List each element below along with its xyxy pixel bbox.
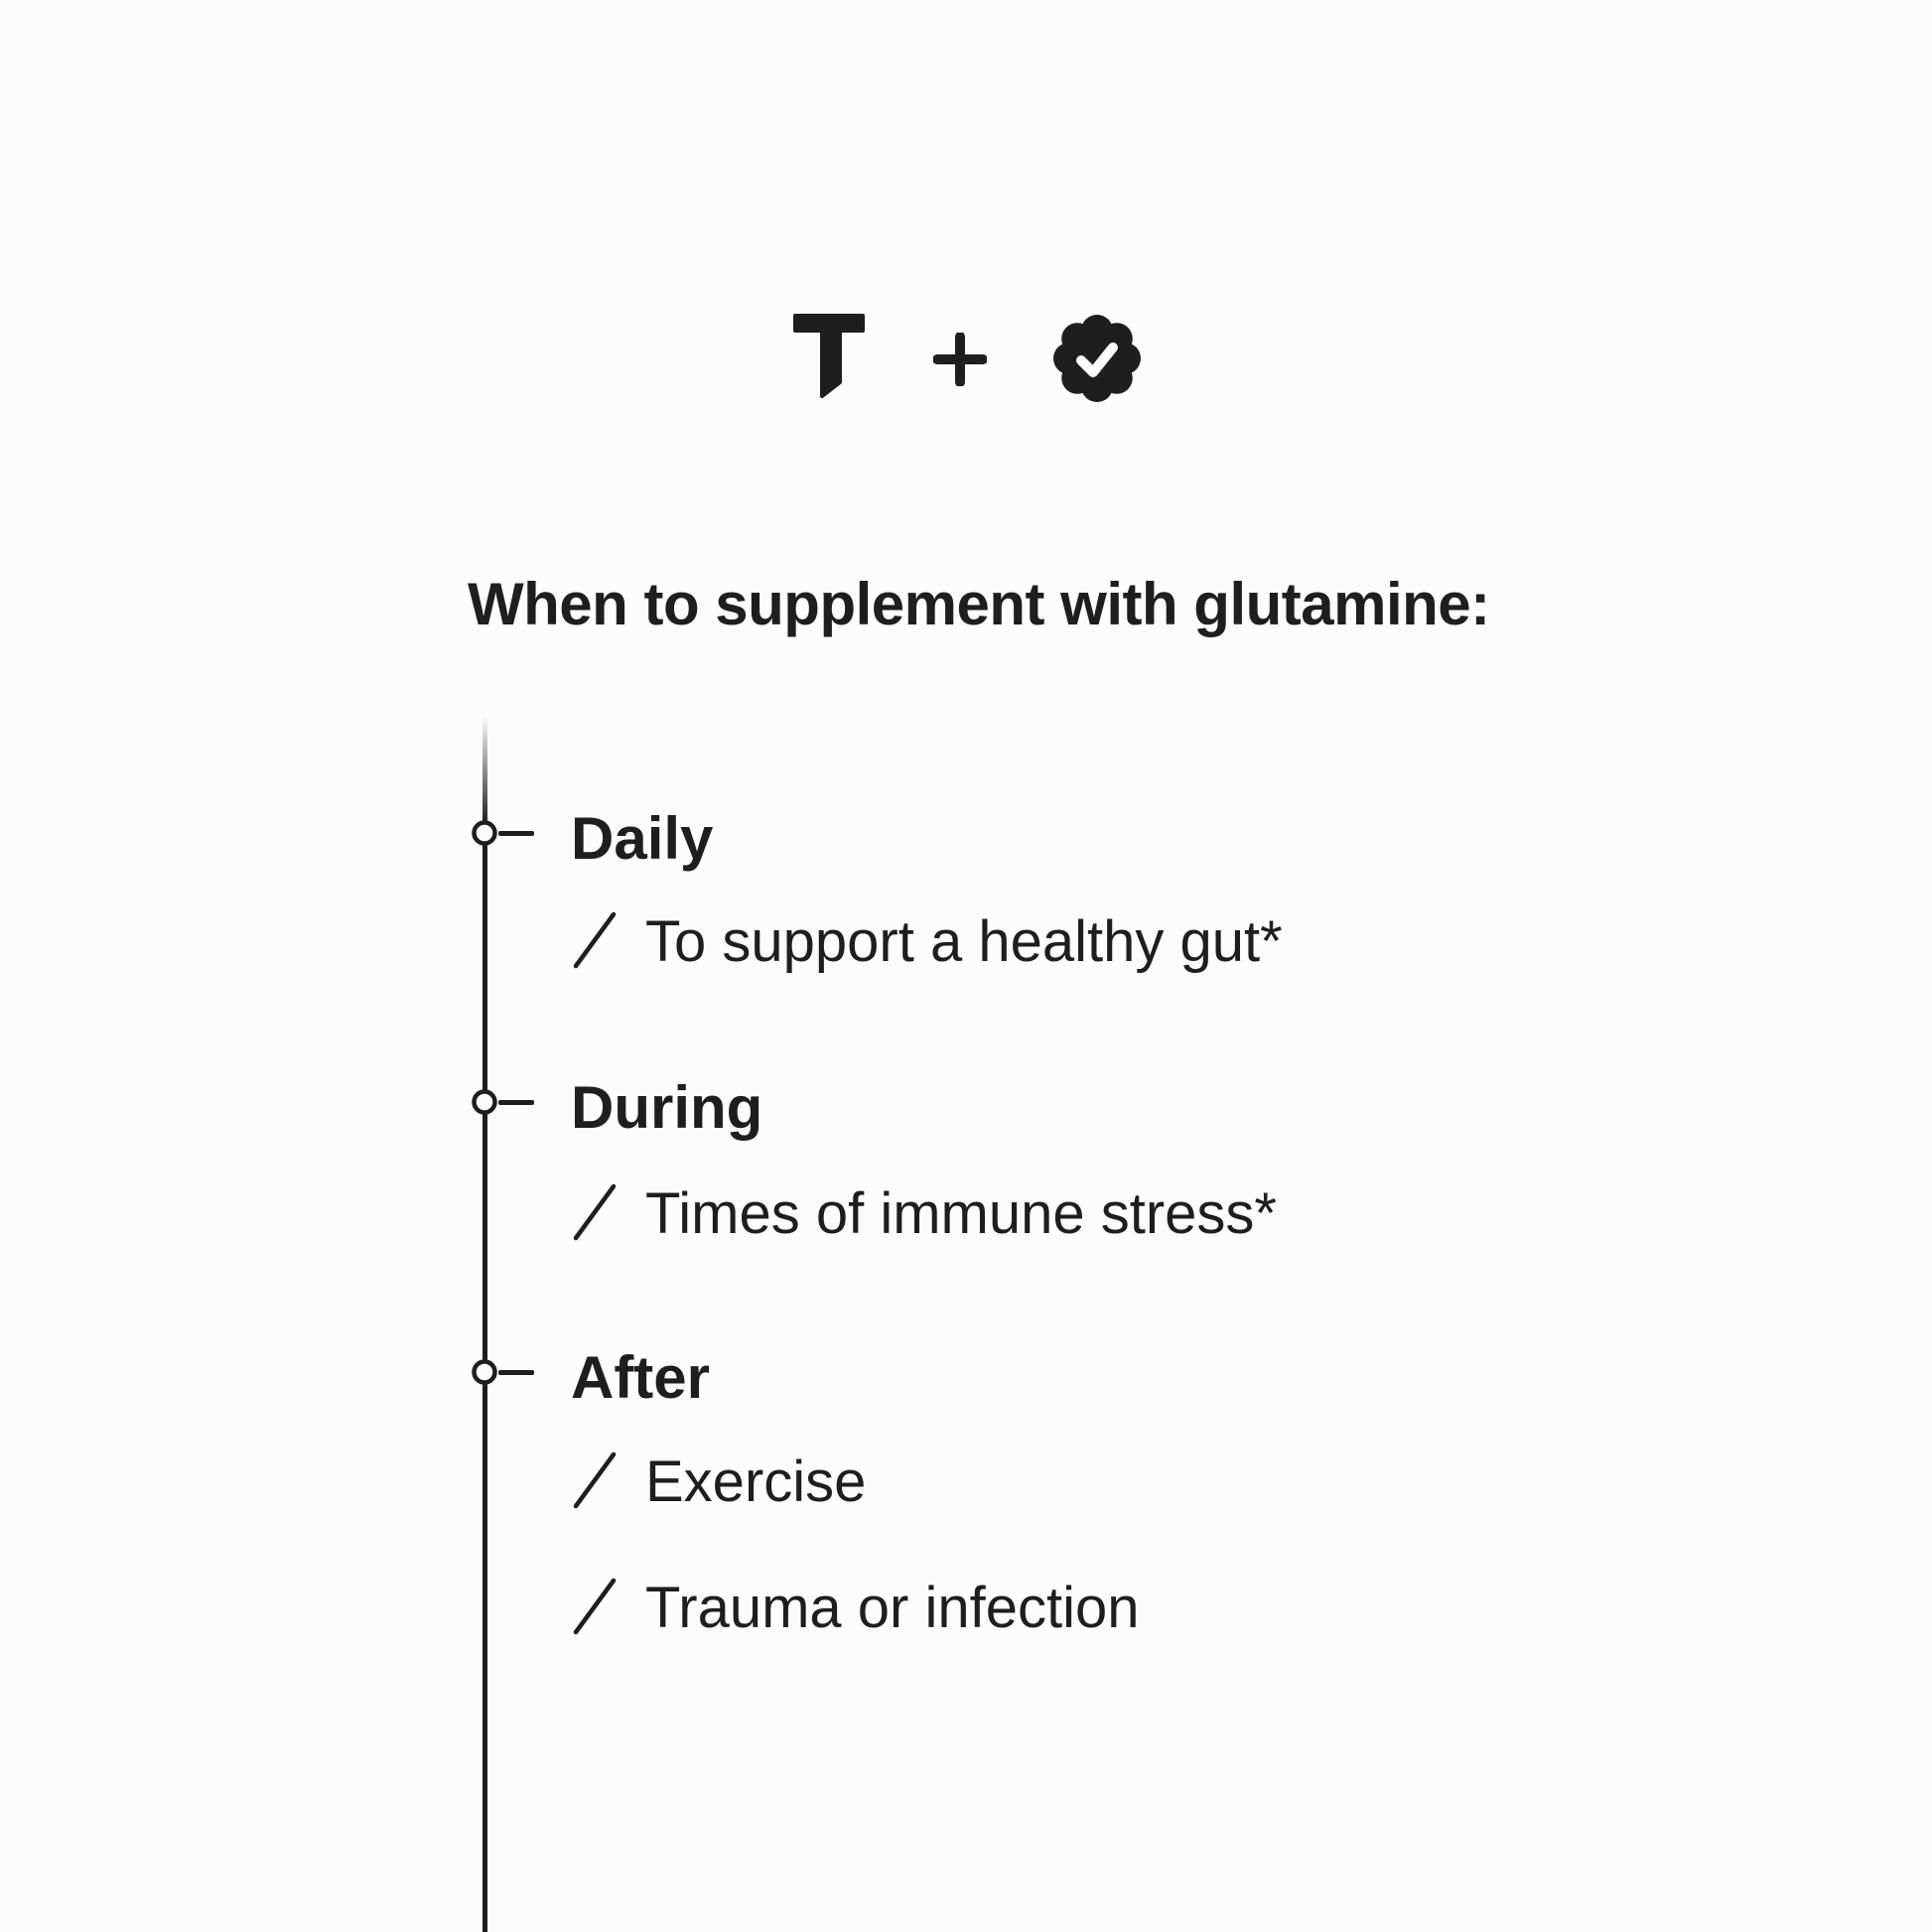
brand-t-logo-icon: [793, 314, 865, 398]
list-item-text: Trauma or infection: [645, 1576, 1140, 1640]
slash-bullet-icon: [573, 1578, 617, 1635]
logo-row: [793, 314, 1141, 402]
slash-bullet-icon: [573, 911, 617, 969]
slash-bullet-icon: [573, 1183, 617, 1241]
section-label-daily: Daily: [571, 805, 714, 872]
plus-icon: [933, 333, 987, 386]
list-item-text: To support a healthy gut*: [645, 909, 1283, 974]
list-item-after-0: Exercise: [573, 1449, 867, 1514]
timeline-node-circle-daily: [472, 820, 497, 846]
list-item-daily-0: To support a healthy gut*: [573, 909, 1283, 974]
timeline-node-circle-after: [472, 1359, 497, 1385]
list-item-text: Times of immune stress*: [645, 1181, 1277, 1246]
page-title: When to supplement with glutamine:: [468, 571, 1490, 637]
slash-bullet-icon: [573, 1451, 617, 1509]
list-item-text: Exercise: [645, 1449, 867, 1514]
verified-badge-icon: [1053, 315, 1141, 402]
timeline-vertical-line: [483, 717, 487, 1932]
timeline-tick-during: [498, 1100, 534, 1105]
timeline-node-circle-during: [472, 1089, 497, 1115]
timeline-tick-daily: [498, 831, 534, 836]
list-item-during-0: Times of immune stress*: [573, 1181, 1277, 1246]
section-label-during: During: [571, 1074, 763, 1141]
list-item-after-1: Trauma or infection: [573, 1576, 1140, 1640]
timeline-tick-after: [498, 1370, 534, 1375]
section-label-after: After: [571, 1344, 711, 1411]
